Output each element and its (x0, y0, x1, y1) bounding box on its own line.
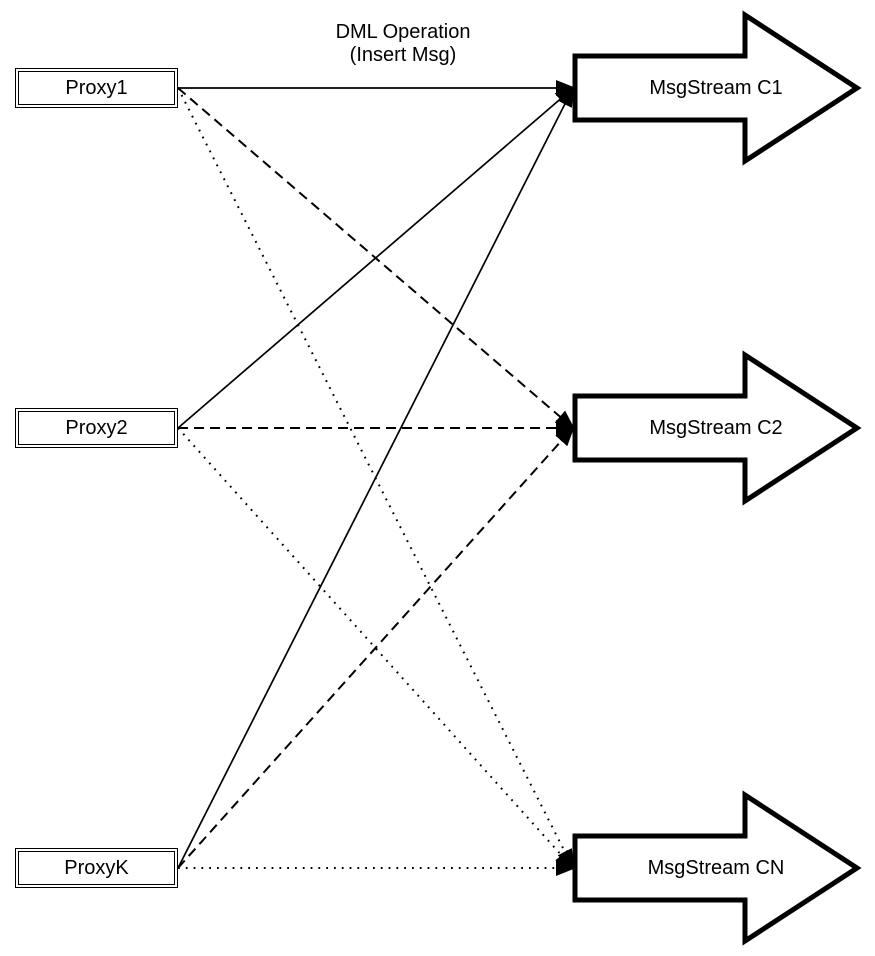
diagram-title-line1: DML Operation (335, 21, 471, 43)
edge-proxy1-to-cn (177, 87, 574, 870)
msgstream-c2-arrow-shape (572, 350, 862, 506)
msgstream-c1-arrow-shape (572, 10, 862, 166)
edge-proxyk-to-c2 (177, 426, 575, 869)
msgstream-c2-label: MsgStream C2 (649, 417, 783, 439)
msgstream-c1-label: MsgStream C1 (649, 77, 783, 99)
msgstream-cn-label: MsgStream CN (647, 857, 785, 879)
edge-proxy1-to-c2 (177, 87, 576, 430)
edge-proxy2-to-cn (177, 427, 575, 870)
proxy1-box: Proxy1 (15, 68, 178, 108)
proxy1-label: Proxy1 (18, 71, 175, 105)
msgstream-cn-arrow-shape (572, 790, 862, 946)
proxyk-label: ProxyK (18, 851, 175, 885)
diagram-title: DML Operation (Insert Msg) (278, 21, 528, 67)
diagram-title-line2: (Insert Msg) (349, 44, 457, 66)
proxy2-box: Proxy2 (15, 408, 178, 448)
proxyk-box: ProxyK (15, 848, 178, 888)
proxy2-label: Proxy2 (18, 411, 175, 445)
